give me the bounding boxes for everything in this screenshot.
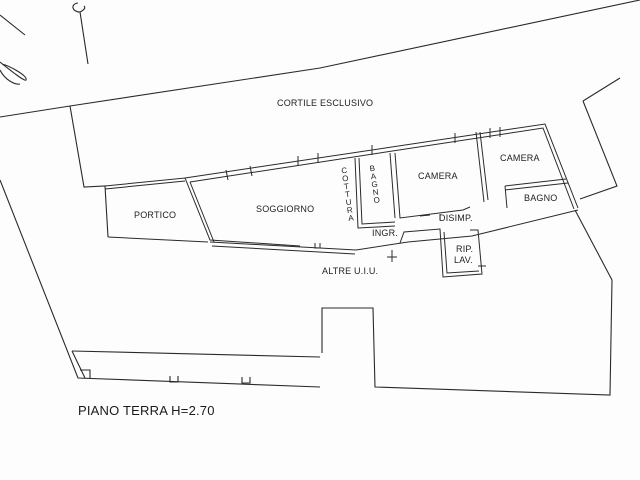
scribble-mark	[0, 14, 26, 36]
room-label-soggiorno: SOGGIORNO	[256, 204, 315, 214]
boundary-line	[0, 0, 640, 118]
room-label-disimpegno: DISIMP.	[439, 213, 473, 223]
courtyard-label: CORTILE ESCLUSIVO	[277, 98, 374, 108]
room-label-camera-1: CAMERA	[418, 171, 458, 181]
room-label-bagno-2: BAGNO	[524, 193, 558, 203]
other-units-label: ALTRE U.I.U.	[322, 266, 379, 276]
room-label-camera-2: CAMERA	[500, 153, 540, 163]
room-label-portico: PORTICO	[134, 210, 177, 220]
signature-mark-2	[0, 61, 27, 85]
plan-title: PIANO TERRA H=2.70	[78, 403, 215, 418]
room-label-ingresso: INGR.	[372, 228, 399, 238]
signature-mark	[72, 2, 89, 65]
room-label-rip: RIP.	[456, 244, 474, 254]
room-label-lav: LAV.	[454, 255, 473, 265]
